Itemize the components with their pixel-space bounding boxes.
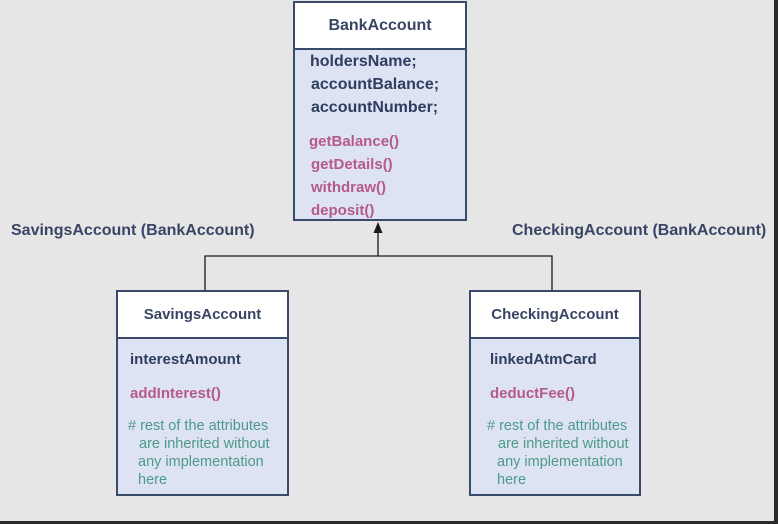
checking-account-note-line-3: any implementation <box>497 454 623 470</box>
bank-account-method-deposit: deposit() <box>311 202 375 219</box>
savings-account-class-box[interactable]: SavingsAccount interestAmount addInteres… <box>116 290 289 496</box>
checking-account-note-line-1: # rest of the attributes <box>487 418 628 434</box>
checking-inheritance-label: CheckingAccount (BankAccount) <box>512 222 767 239</box>
savings-account-note-line-1: # rest of the attributes <box>128 418 269 434</box>
checking-account-class-name: CheckingAccount <box>471 292 639 339</box>
frame-edge-bottom <box>0 521 778 524</box>
bank-account-method-get-balance: getBalance() <box>309 133 400 150</box>
bank-account-attribute-account-number: accountNumber; <box>311 99 439 116</box>
bank-account-method-get-details: getDetails() <box>311 156 393 173</box>
savings-account-attribute-interest-amount: interestAmount <box>130 351 241 368</box>
savings-account-note-line-4: here <box>138 472 168 488</box>
savings-account-class-name: SavingsAccount <box>118 292 287 339</box>
frame-edge-right <box>774 0 778 524</box>
checking-account-note-line-4: here <box>497 472 527 488</box>
savings-inheritance-label: SavingsAccount (BankAccount) <box>11 222 255 239</box>
bank-account-attribute-holders-name: holdersName; <box>310 53 417 70</box>
bank-account-class-box[interactable]: BankAccount holdersName; accountBalance;… <box>293 1 467 221</box>
inheritance-branch-line <box>204 255 553 290</box>
bank-account-method-withdraw: withdraw() <box>311 179 386 196</box>
inheritance-arrowhead-icon <box>373 222 383 233</box>
checking-account-method-deduct-fee: deductFee() <box>490 385 576 402</box>
savings-account-method-add-interest: addInterest() <box>130 385 221 402</box>
savings-account-note-line-3: any implementation <box>138 454 264 470</box>
savings-account-note-line-2: are inherited without <box>139 436 270 452</box>
bank-account-attribute-account-balance: accountBalance; <box>311 76 440 93</box>
bank-account-class-name: BankAccount <box>295 3 465 50</box>
checking-account-note-line-2: are inherited without <box>498 436 629 452</box>
checking-account-attribute-linked-atm-card: linkedAtmCard <box>490 351 597 368</box>
checking-account-class-box[interactable]: CheckingAccount linkedAtmCard deductFee(… <box>469 290 641 496</box>
